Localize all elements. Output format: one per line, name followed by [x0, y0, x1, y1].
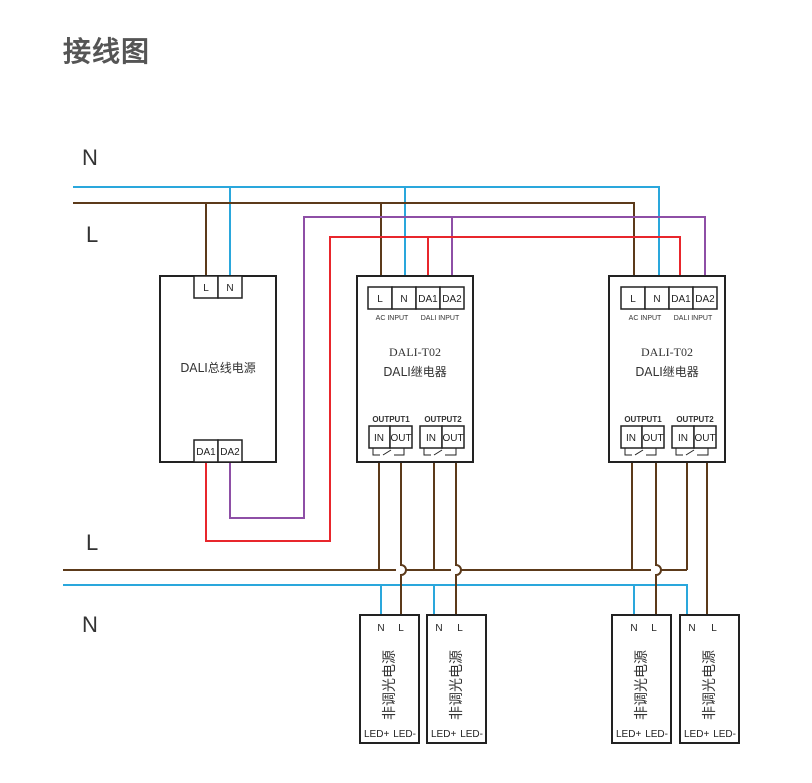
dali-input-label: DALI INPUT	[421, 315, 460, 322]
output2-switch-symbol	[423, 448, 457, 456]
bottom-neutral-label: N	[82, 612, 98, 637]
top-neutral-label: N	[82, 145, 98, 170]
output1-out-label: OUT	[390, 433, 411, 444]
driver-led-minus-label: LED-	[713, 729, 736, 740]
driver-1: N L 非调光电源 LED+ LED-	[359, 614, 420, 744]
terminal-da2-label: DA2	[442, 294, 462, 305]
relay-2-out1-wire	[655, 455, 662, 615]
driver-4: N L 非调光电源 LED+ LED-	[679, 614, 740, 744]
relay-2: L N DA1 DA2 AC INPUT DALI INPUT DALI-T02…	[608, 275, 726, 463]
terminal-l-label: L	[203, 283, 209, 294]
relay-name: DALI继电器	[635, 365, 698, 379]
driver-led-minus-label: LED-	[645, 729, 668, 740]
top-neutral-bus	[73, 186, 660, 276]
dali-da2-wire	[229, 216, 706, 519]
driver-body	[679, 614, 740, 744]
output1-out-terminal	[389, 425, 413, 449]
driver-l-label: L	[711, 623, 717, 634]
top-live-label: L	[86, 222, 98, 247]
terminal-n-label: N	[400, 294, 407, 305]
output1-label: OUTPUT1	[624, 415, 662, 424]
driver-name: 非调光电源	[702, 650, 718, 720]
driver-led-plus-label: LED+	[431, 729, 456, 740]
driver-l-label: L	[651, 623, 657, 634]
driver-n-label: N	[630, 623, 637, 634]
dali-da1-wire	[205, 236, 681, 542]
dali-input-label: DALI INPUT	[674, 315, 713, 322]
relay-model: DALI-T02	[641, 345, 693, 359]
terminal-da2-label: DA2	[695, 294, 715, 305]
driver-led-plus-label: LED+	[616, 729, 641, 740]
output1-out-terminal	[641, 425, 665, 449]
terminal-n-label: N	[653, 294, 660, 305]
driver-body	[359, 614, 420, 744]
driver-3: N L 非调光电源 LED+ LED-	[611, 614, 672, 744]
output2-switch-symbol	[675, 448, 709, 456]
output1-switch-symbol	[372, 448, 405, 456]
driver-led-plus-label: LED+	[684, 729, 709, 740]
terminal-da1-label: DA1	[418, 294, 438, 305]
driver-n-label: N	[688, 623, 695, 634]
page-title: 接线图	[63, 35, 151, 68]
terminal-da2	[692, 286, 718, 310]
ac-input-label: AC INPUT	[376, 315, 409, 322]
driver-name: 非调光电源	[634, 650, 650, 720]
driver-body	[426, 614, 487, 744]
driver-n-label: N	[435, 623, 442, 634]
dali-power-supply: L N DALI总线电源 DA1 DA2	[159, 275, 277, 463]
output1-out-label: OUT	[642, 433, 663, 444]
relay-name: DALI继电器	[383, 365, 446, 379]
driver-l-label: L	[398, 623, 404, 634]
output2-label: OUTPUT2	[424, 415, 462, 424]
driver-2: N L 非调光电源 LED+ LED-	[426, 614, 487, 744]
terminal-l-label: L	[377, 294, 383, 305]
wires-layer	[63, 186, 708, 615]
terminal-da2	[217, 439, 243, 463]
output1-switch-symbol	[624, 448, 657, 456]
relay-1-out1-wire	[400, 455, 407, 615]
terminal-n	[217, 275, 243, 299]
driver-name: 非调光电源	[449, 650, 465, 720]
output2-out-label: OUT	[442, 433, 463, 444]
power-supply-name: DALI总线电源	[180, 361, 255, 375]
output2-in-label: IN	[678, 433, 688, 444]
output1-in-label: IN	[626, 433, 636, 444]
bottom-live-label: L	[86, 530, 98, 555]
output1-label: OUTPUT1	[372, 415, 410, 424]
relay-1: L N DA1 DA2 AC INPUT DALI INPUT DALI-T02…	[356, 275, 474, 463]
driver-led-plus-label: LED+	[364, 729, 389, 740]
output1-in-label: IN	[374, 433, 384, 444]
output2-label: OUTPUT2	[676, 415, 714, 424]
driver-name: 非调光电源	[382, 650, 398, 720]
terminal-da1-label: DA1	[671, 294, 691, 305]
driver-n-label: N	[377, 623, 384, 634]
driver-led-minus-label: LED-	[460, 729, 483, 740]
terminal-l-label: L	[630, 294, 636, 305]
terminal-n-label: N	[226, 283, 233, 294]
terminal-da2	[439, 286, 465, 310]
output2-in-label: IN	[426, 433, 436, 444]
output2-out-terminal	[441, 425, 465, 449]
output2-out-terminal	[693, 425, 717, 449]
ac-input-label: AC INPUT	[629, 315, 662, 322]
driver-body	[611, 614, 672, 744]
devices-layer: L N DALI总线电源 DA1 DA2 L N DA1 DA2 AC INPU…	[159, 275, 740, 744]
relay-model: DALI-T02	[389, 345, 441, 359]
bottom-neutral-bus	[63, 584, 688, 615]
driver-l-label: L	[457, 623, 463, 634]
relay-1-out2-wire	[455, 455, 462, 615]
terminal-da1-label: DA1	[196, 447, 216, 458]
driver-led-minus-label: LED-	[393, 729, 416, 740]
top-live-bus	[73, 202, 635, 287]
terminal-da2-label: DA2	[220, 447, 240, 458]
output2-out-label: OUT	[694, 433, 715, 444]
